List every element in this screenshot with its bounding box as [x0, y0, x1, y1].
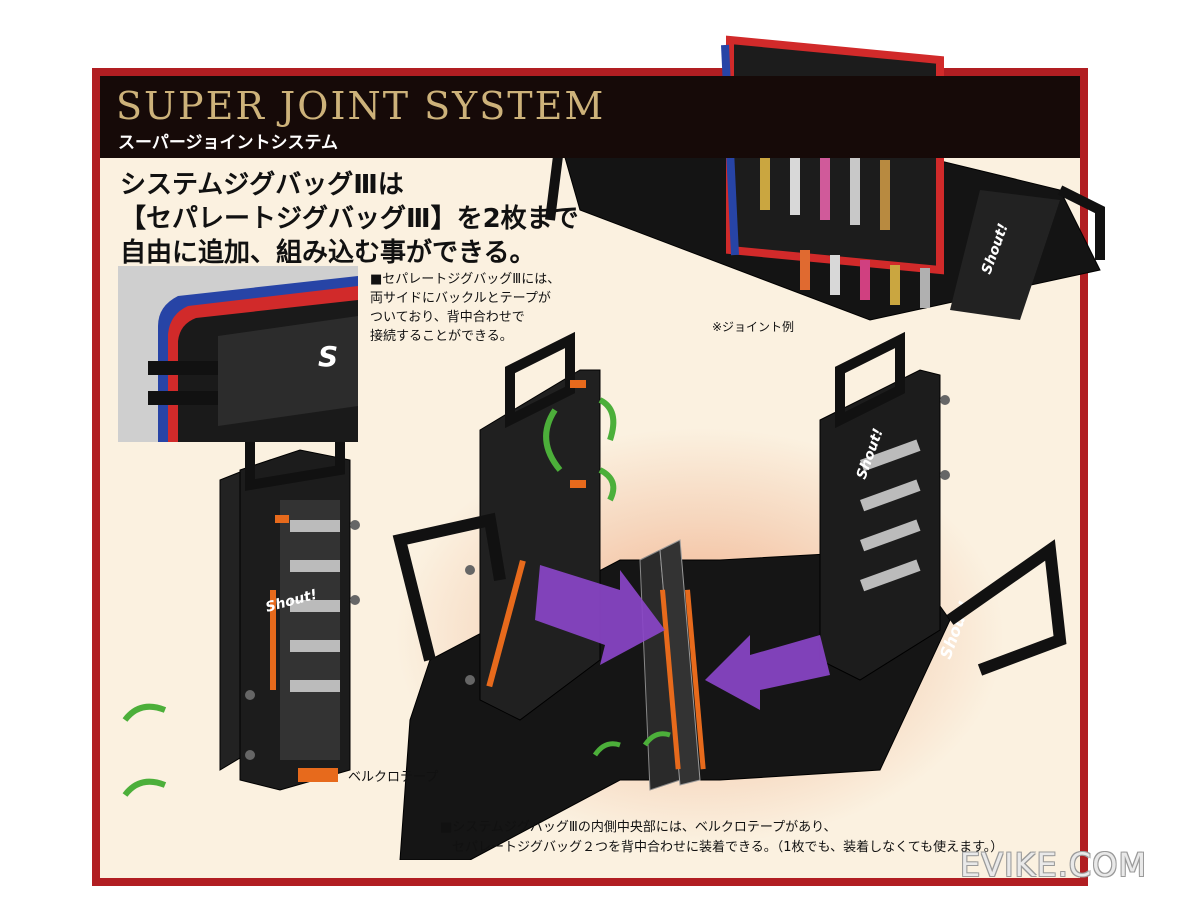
title-bar [100, 76, 1080, 158]
watermark: EVIKE.COM [960, 846, 1148, 884]
joint-example-caption: ※ジョイント例 [712, 320, 795, 334]
bottom-note: ■システムジグバッグⅢの内側中央部には、ベルクロテープがあり、 セパレートジグバ… [440, 818, 1003, 858]
separate-bag-left: Shout! [122, 414, 360, 797]
buckle-note-line-1: ■セパレートジグバッグⅢには、 [370, 272, 561, 287]
bottom-note-line-1: ■システムジグバッグⅢの内側中央部には、ベルクロテープがあり、 [440, 820, 837, 835]
buckle-note-line-4: 接続することができる。 [370, 329, 513, 344]
headline-line-3: 自由に追加、組み込む事ができる。 [120, 238, 536, 268]
brand-logo-closeup: S [318, 340, 338, 373]
bottom-note-line-2: セパレートジグバッグ２つを背中合わせに装着できる。（1枚でも、装着しなくても使え… [452, 840, 1004, 855]
arrow-in-left [535, 565, 665, 665]
system-bag-center: Shout! Shout! [392, 331, 1067, 860]
headline-line-1: システムジグバッグⅢは [120, 170, 404, 200]
headline: システムジグバッグⅢは 【セパレートジグバッグⅢ】を2枚まで 自由に追加、組み込… [120, 168, 579, 270]
buckle-note: ■セパレートジグバッグⅢには、 両サイドにバックルとテープが ついており、背中合… [370, 270, 560, 346]
buckle-closeup-photo: S [118, 266, 358, 442]
arrow-in-right [705, 635, 830, 710]
buckle-note-line-3: ついており、背中合わせで [370, 310, 525, 325]
velcro-legend-label: ベルクロテープ [348, 770, 439, 785]
page-subtitle: スーパージョイントシステム [118, 133, 338, 153]
product-photo-joint-example: Shout! Shout! [545, 35, 1105, 321]
velcro-swatch [298, 768, 338, 782]
buckle-note-line-2: 両サイドにバックルとテープが [370, 291, 551, 306]
headline-line-2: 【セパレートジグバッグⅢ】を2枚まで [120, 204, 579, 234]
jig-bag-diagram: Shout! Shout! Shout! [122, 331, 1067, 860]
page-title: SUPER JOINT SYSTEM [116, 84, 606, 128]
